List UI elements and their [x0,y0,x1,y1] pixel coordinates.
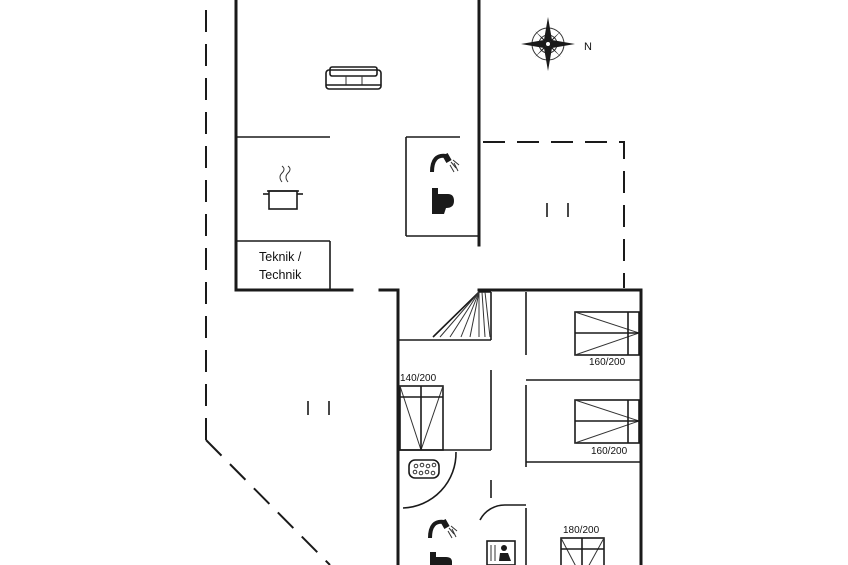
sauna-icon [486,540,516,565]
terrace-outline-right [483,141,625,288]
bed-icon [399,385,444,451]
bed-icon [574,399,640,444]
compass-north-label: N [584,41,592,53]
shower-icon [430,153,460,173]
technik-room-label-line1: Teknik / [259,250,302,264]
whirlpool-icon [408,459,440,479]
staircase [432,291,491,338]
bed-size-label: 180/200 [563,525,600,536]
lower-walls [398,288,643,565]
upper-walls [234,0,481,565]
bathroom-upper [405,136,479,237]
whirlpool-room [402,451,526,521]
bed-icon [574,311,640,356]
terrace-marker-right [546,203,569,217]
technik-room-label-line2: Technik [259,268,302,282]
toilet-icon [432,188,454,214]
bed-size-label: 160/200 [591,446,628,457]
terrace-marker-left [307,401,330,415]
bed-size-label: 140/200 [400,373,437,384]
terrace-outline-left [205,10,331,565]
toilet-icon [430,552,452,565]
shower-icon [428,519,458,539]
bed-icon [560,537,605,565]
compass-rose-icon [521,17,575,71]
sofa-icon [325,66,382,90]
bed-size-label: 160/200 [589,357,626,368]
cooking-pot-icon [263,165,303,210]
